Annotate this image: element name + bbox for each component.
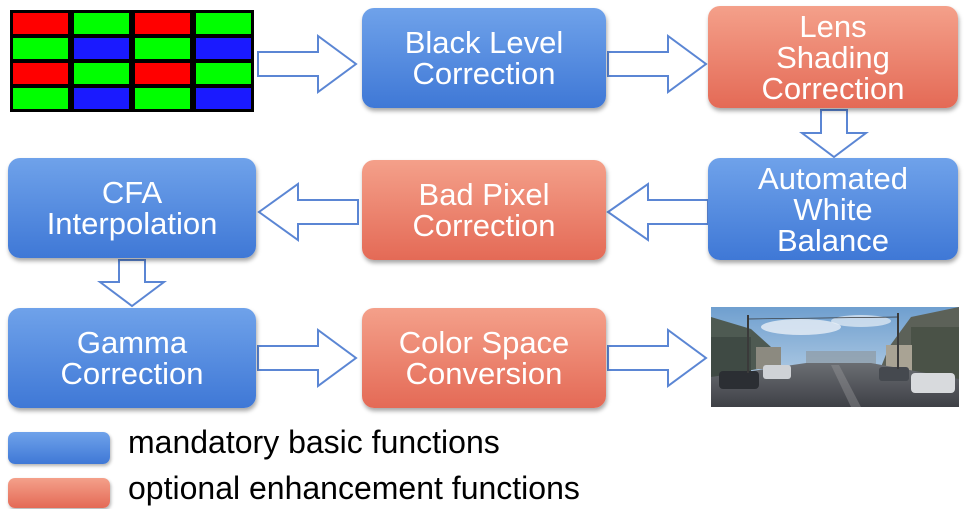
arrow-lens-shading-to-awb (799, 109, 869, 159)
bayer-cell-blue (196, 38, 251, 59)
node-lens-shading-correction: Lens Shading Correction (708, 6, 958, 108)
bayer-cell-blue (74, 38, 129, 59)
node-cfa-line-2: Interpolation (46, 206, 218, 241)
node-black-level-correction: Black Level Correction (362, 8, 606, 108)
node-color-space-line-1: Color Space (398, 325, 570, 360)
node-gamma-line-2: Correction (60, 356, 204, 391)
node-cfa-line-1: CFA (101, 175, 163, 210)
bayer-cell-green (196, 63, 251, 84)
node-automated-white-balance: Automated White Balance (708, 158, 958, 260)
arrow-awb-to-bad-pixel (606, 182, 709, 242)
bayer-cell-red (13, 63, 68, 84)
node-awb-line-3: Balance (776, 222, 890, 258)
node-awb-line-1: Automated (758, 160, 908, 196)
bayer-raw-image (10, 10, 254, 112)
node-gamma-correction: Gamma Correction (8, 308, 256, 408)
bayer-cell-green (74, 13, 129, 34)
bayer-cell-green (196, 13, 251, 34)
legend-optional-label: optional enhancement functions (128, 470, 580, 506)
node-lens-shading-line-1: Lens (799, 8, 867, 44)
output-street-photo (711, 307, 959, 407)
bayer-cell-green (13, 88, 68, 109)
node-gamma-line-1: Gamma (76, 325, 188, 360)
bayer-cell-blue (196, 88, 251, 109)
arrow-bad-pixel-to-cfa (257, 182, 359, 242)
node-black-level-line-2: Correction (412, 56, 556, 91)
node-lens-shading-line-2: Shading (776, 39, 890, 75)
bayer-cell-green (135, 38, 190, 59)
arrow-gamma-to-color-space (257, 328, 358, 388)
legend-mandatory-swatch (8, 432, 110, 464)
node-color-space-line-2: Conversion (405, 356, 563, 391)
node-bad-pixel-correction: Bad Pixel Correction (362, 160, 606, 260)
arrow-cfa-to-gamma (97, 259, 167, 308)
node-black-level-line-1: Black Level (404, 25, 564, 60)
node-color-space-conversion: Color Space Conversion (362, 308, 606, 408)
bayer-cell-green (135, 88, 190, 109)
node-cfa-interpolation: CFA Interpolation (8, 158, 256, 258)
bayer-cell-red (135, 13, 190, 34)
legend-optional-swatch (8, 478, 110, 508)
bayer-cell-red (13, 13, 68, 34)
legend-mandatory-label: mandatory basic functions (128, 424, 500, 460)
node-bad-pixel-line-1: Bad Pixel (418, 177, 550, 212)
bayer-cell-green (13, 38, 68, 59)
arrow-raw-to-black-level (257, 34, 358, 94)
arrow-color-space-to-output (607, 328, 708, 388)
node-awb-line-2: White (793, 191, 873, 227)
node-bad-pixel-line-2: Correction (412, 208, 556, 243)
bayer-cell-blue (74, 88, 129, 109)
arrow-black-level-to-lens-shading (607, 34, 708, 94)
bayer-cell-red (135, 63, 190, 84)
bayer-cell-green (74, 63, 129, 84)
node-lens-shading-line-3: Correction (761, 70, 905, 106)
